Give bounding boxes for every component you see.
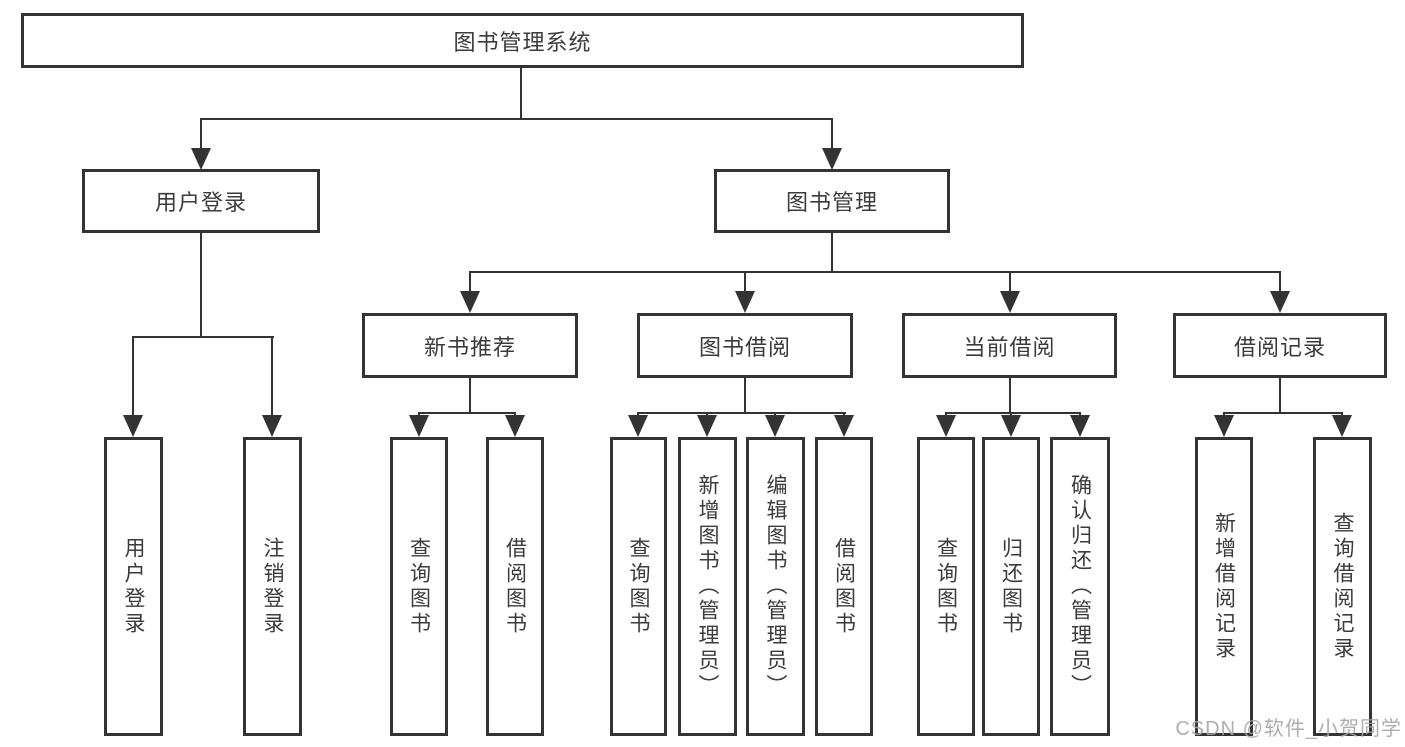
leaf-add-book-admin: 新增图书（管理员）	[678, 437, 737, 736]
leaf-query-books-borrow: 查询图书	[610, 437, 667, 736]
connector-l2-split	[469, 271, 1281, 273]
connector-l2-drop-3	[1009, 271, 1011, 293]
leaf-logout-login-label: 注销登录	[261, 536, 284, 637]
arrow-down-icon	[505, 415, 525, 437]
leaf-user-login-label: 用户登录	[122, 536, 145, 637]
node-book-borrow-label: 图书借阅	[698, 334, 791, 360]
node-current-borrow: 当前借阅	[902, 313, 1117, 378]
leaf-add-borrow-record: 新增借阅记录	[1195, 437, 1253, 736]
connector-records-split	[1223, 412, 1343, 414]
connector-recommend-stem	[469, 378, 471, 414]
leaf-query-books-borrow-label: 查询图书	[627, 536, 650, 637]
leaf-add-borrow-record-label: 新增借阅记录	[1212, 511, 1236, 662]
connector-recommend-split	[418, 412, 516, 414]
connector-l2-drop-2	[744, 271, 746, 293]
leaf-query-borrow-record-label: 查询借阅记录	[1331, 511, 1354, 662]
node-book-borrow: 图书借阅	[637, 313, 853, 378]
arrow-down-icon	[822, 148, 842, 170]
leaf-edit-book-admin: 编辑图书（管理员）	[746, 437, 805, 736]
connector-borrow-split	[637, 412, 846, 414]
connector-records-stem	[1279, 378, 1281, 414]
arrow-down-icon	[1214, 415, 1234, 437]
leaf-borrow-books-recommend: 借阅图书	[486, 437, 544, 736]
node-current-borrow-label: 当前借阅	[963, 334, 1056, 360]
arrow-down-icon	[262, 415, 282, 437]
connector-user-login-stem	[200, 233, 202, 338]
arrow-down-icon	[765, 415, 785, 437]
node-user-login-label: 用户登录	[154, 190, 247, 215]
leaf-user-login: 用户登录	[104, 437, 163, 736]
leaf-edit-book-admin-label: 编辑图书（管理员）	[764, 474, 787, 699]
leaf-query-books-recommend: 查询图书	[390, 437, 448, 736]
connector-current-split	[945, 412, 1081, 414]
arrow-down-icon	[123, 415, 143, 437]
leaf-return-books-label: 归还图书	[999, 536, 1023, 637]
leaf-confirm-return-admin: 确认归还（管理员）	[1050, 437, 1110, 736]
node-borrow-records-label: 借阅记录	[1233, 334, 1326, 360]
connector-user-login-drop-1	[132, 336, 134, 417]
node-new-book-recommend: 新书推荐	[362, 313, 578, 378]
leaf-borrow-books: 借阅图书	[815, 437, 873, 736]
connector-user-login-drop-2	[271, 336, 273, 417]
connector-l1-right-drop	[831, 118, 833, 151]
leaf-query-books-current-label: 查询图书	[934, 536, 958, 637]
leaf-query-books-current: 查询图书	[917, 437, 975, 736]
node-book-management: 图书管理	[714, 169, 950, 233]
node-book-management-label: 图书管理	[785, 190, 878, 215]
connector-l2-drop-4	[1279, 271, 1281, 293]
leaf-return-books: 归还图书	[982, 437, 1040, 736]
node-borrow-records: 借阅记录	[1173, 313, 1387, 378]
node-root: 图书管理系统	[21, 13, 1024, 68]
arrow-down-icon	[1000, 291, 1020, 313]
arrow-down-icon	[1270, 291, 1290, 313]
arrow-down-icon	[460, 291, 480, 313]
leaf-query-books-recommend-label: 查询图书	[407, 536, 431, 637]
leaf-borrow-books-recommend-label: 借阅图书	[503, 536, 527, 637]
node-root-label: 图书管理系统	[453, 29, 592, 55]
connector-current-stem	[1009, 378, 1011, 414]
connector-l1-split	[200, 118, 833, 120]
watermark: CSDN @软件_小贺同学	[1175, 718, 1402, 740]
arrow-down-icon	[628, 415, 648, 437]
connector-root-stem	[520, 68, 522, 119]
connector-user-login-split	[132, 336, 274, 338]
leaf-add-book-admin-label: 新增图书（管理员）	[696, 474, 719, 699]
connector-l2-drop-1	[469, 271, 471, 293]
arrow-down-icon	[735, 291, 755, 313]
leaf-borrow-books-label: 借阅图书	[832, 536, 856, 637]
arrow-down-icon	[936, 415, 956, 437]
arrow-down-icon	[697, 415, 717, 437]
node-new-book-recommend-label: 新书推荐	[423, 334, 516, 360]
arrow-down-icon	[409, 415, 429, 437]
arrow-down-icon	[191, 148, 211, 170]
leaf-confirm-return-admin-label: 确认归还（管理员）	[1068, 474, 1092, 699]
arrow-down-icon	[1332, 415, 1352, 437]
node-user-login: 用户登录	[82, 169, 320, 233]
connector-l1-left-drop	[200, 118, 202, 151]
leaf-logout-login: 注销登录	[243, 437, 302, 736]
connector-borrow-stem	[744, 378, 746, 414]
arrow-down-icon	[834, 415, 854, 437]
arrow-down-icon	[1001, 415, 1021, 437]
connector-book-mgmt-stem	[831, 233, 833, 273]
leaf-query-borrow-record: 查询借阅记录	[1313, 437, 1372, 736]
arrow-down-icon	[1070, 415, 1090, 437]
